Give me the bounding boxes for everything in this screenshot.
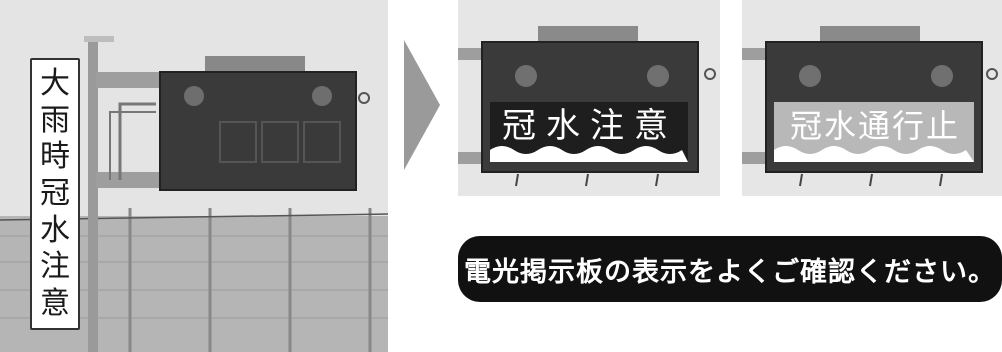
vertical-sign-char: 意 — [40, 285, 70, 321]
left-photo: 大 雨 時 冠 水 注 意 — [0, 0, 388, 352]
board-right-message: 冠水通行止 — [789, 107, 960, 145]
vertical-warning-sign: 大 雨 時 冠 水 注 意 — [30, 58, 80, 330]
middle-photo: 冠水注意 — [458, 0, 720, 196]
vertical-sign-char: 冠 — [40, 175, 70, 211]
right-photo-scene — [742, 26, 998, 187]
vertical-sign-char: 大 — [40, 66, 70, 102]
vertical-sign-char: 時 — [40, 139, 70, 175]
vertical-sign-char: 注 — [40, 249, 70, 285]
vertical-sign-char: 雨 — [40, 102, 70, 138]
vertical-sign-char: 水 — [40, 212, 70, 248]
board-left-message: 冠水注意 — [502, 106, 678, 146]
middle-photo-scene — [458, 26, 716, 187]
instruction-banner: 電光掲示板の表示をよくご確認ください。 — [458, 236, 1002, 302]
right-arrow-icon — [404, 40, 440, 170]
right-photo: 冠水通行止 — [742, 0, 1002, 196]
